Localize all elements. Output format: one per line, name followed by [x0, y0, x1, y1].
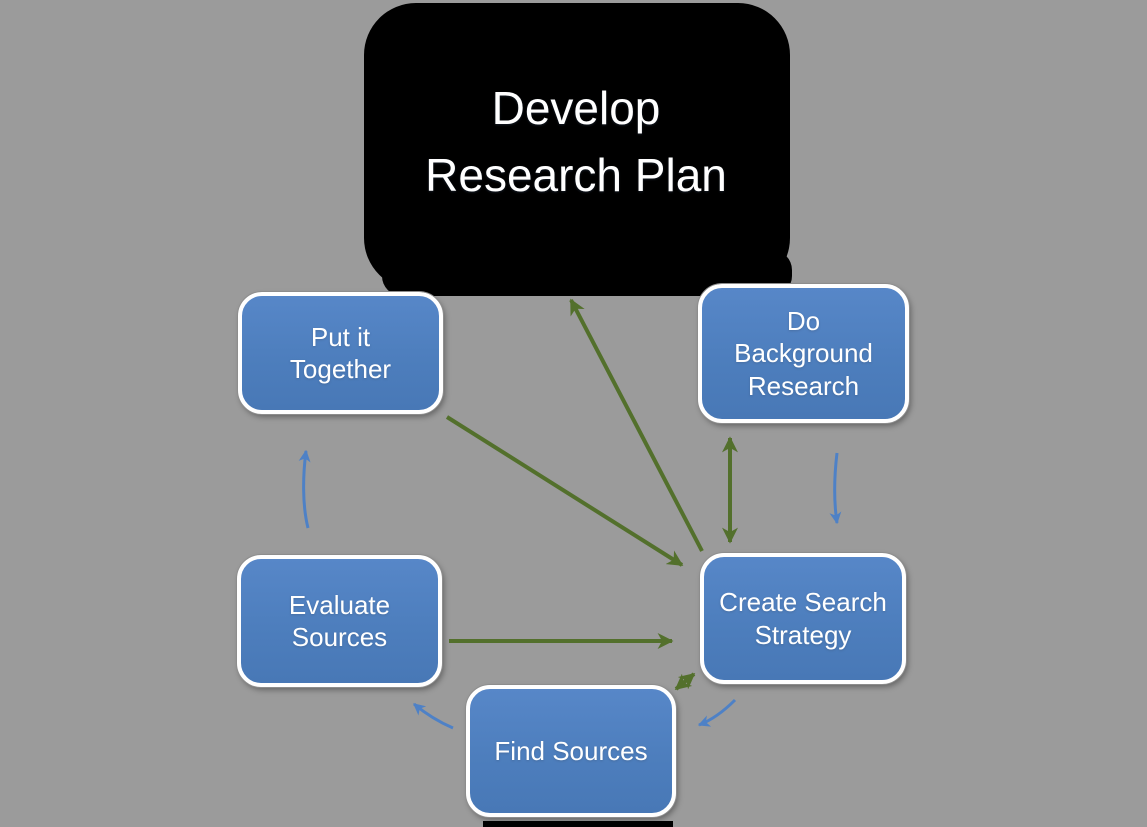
- node-do-background-research-label: Do Background Research: [734, 305, 873, 401]
- node-do-background-research: Do Background Research: [698, 284, 909, 423]
- edge-evaluate-sources-to-put-it-together-blue: [298, 449, 311, 529]
- find-sources-shadow-edge: [483, 821, 673, 827]
- edge-create-search-strategy-to-develop-research-plan-green: [569, 298, 704, 552]
- edge-find-sources-to-evaluate-sources-blue: [413, 702, 454, 730]
- edge-create-search-strategy-to-find-sources-blue: [697, 698, 737, 727]
- node-put-it-together: Put it Together: [238, 292, 443, 414]
- node-evaluate-sources-label: Evaluate Sources: [288, 589, 391, 653]
- edge-put-it-together-to-create-search-strategy-green: [445, 415, 684, 567]
- node-put-it-together-label: Put it Together: [289, 321, 392, 385]
- edge-find-sources-to-create-search-strategy-green: [674, 672, 696, 691]
- node-create-search-strategy-label: Create Search Strategy: [719, 587, 887, 650]
- edge-do-background-research-to-create-search-strategy-blue: [829, 452, 842, 525]
- node-develop-research-plan: Develop Research Plan: [364, 3, 790, 290]
- node-create-search-strategy: Create Search Strategy: [700, 553, 906, 684]
- node-develop-research-plan-label: Develop Research Plan: [425, 81, 727, 201]
- node-find-sources: Find Sources: [466, 685, 676, 817]
- node-evaluate-sources: Evaluate Sources: [237, 555, 442, 687]
- node-find-sources-label: Find Sources: [494, 735, 648, 766]
